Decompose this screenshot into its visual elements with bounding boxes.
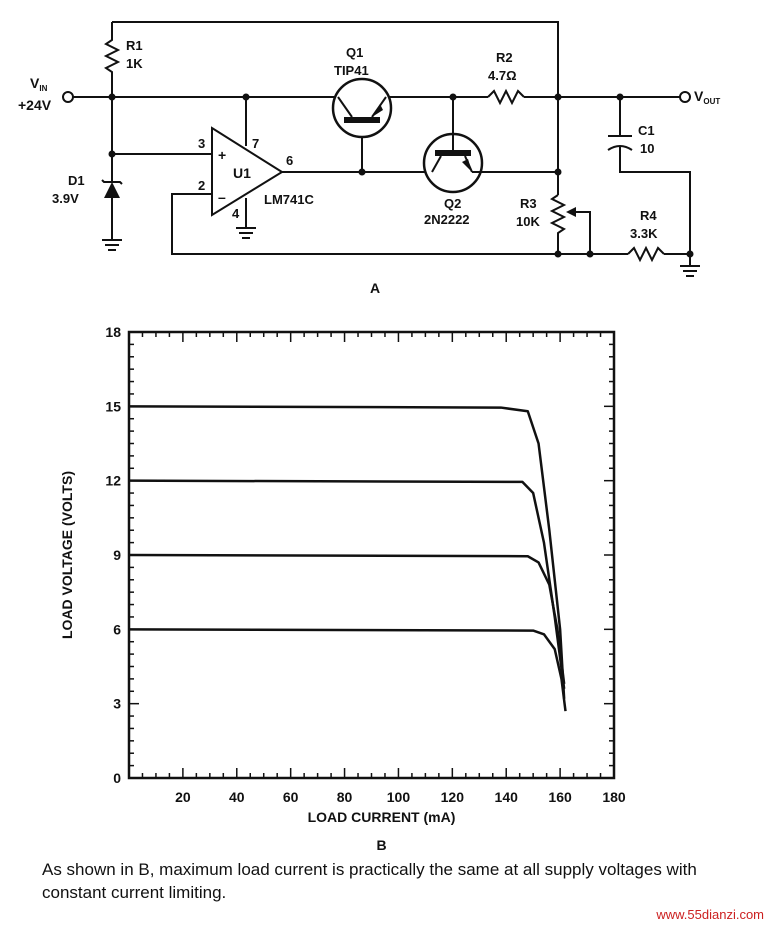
- u1-minus: –: [218, 189, 226, 205]
- y-tick-label: 12: [105, 473, 121, 489]
- u1-pin3: 3: [198, 136, 205, 151]
- x-axis-label: LOAD CURRENT (mA): [308, 809, 456, 825]
- series-line-3: [128, 553, 566, 684]
- r4-resistor: [627, 245, 665, 263]
- r1-value: 1K: [126, 56, 143, 71]
- u1-pin7: 7: [252, 136, 259, 151]
- x-tick-label: 100: [387, 789, 411, 805]
- series-line-1: [128, 405, 566, 699]
- u1-name: U1: [233, 165, 251, 181]
- series-line-2: [128, 479, 566, 689]
- x-tick-label: 80: [337, 789, 353, 805]
- q2-part: 2N2222: [424, 212, 470, 227]
- r3-potentiometer: [549, 194, 567, 254]
- r4-name: R4: [640, 208, 657, 223]
- r1-resistor: [103, 22, 121, 97]
- q2-transistor: [422, 97, 484, 194]
- watermark: www.55dianzi.com: [656, 907, 764, 922]
- panel-a-label: A: [370, 280, 380, 296]
- u1-opamp: [211, 126, 284, 217]
- r2-name: R2: [496, 50, 513, 65]
- r2-resistor: [487, 88, 525, 106]
- schematic: R1 1K VIN +24V VOUT R2 4.7Ω D1 3.9V + – …: [18, 21, 720, 296]
- vout-terminal: [679, 91, 691, 103]
- x-tick-label: 60: [283, 789, 299, 805]
- x-tick-label: 160: [548, 789, 572, 805]
- c1-name: C1: [638, 123, 655, 138]
- y-tick-label: 9: [113, 547, 121, 563]
- series-line-4: [128, 628, 567, 712]
- y-tick-label: 3: [113, 696, 121, 712]
- d1-zener-diode: [104, 182, 120, 198]
- u1-part: LM741C: [264, 192, 314, 207]
- d1-value: 3.9V: [52, 191, 79, 206]
- figure-caption: As shown in B, maximum load current is p…: [42, 860, 697, 902]
- top-rail-wire: [112, 21, 559, 97]
- x-tick-label: 120: [441, 789, 465, 805]
- x-tick-label: 180: [602, 789, 626, 805]
- ground-d1-icon: [102, 239, 122, 251]
- r4-value: 3.3K: [630, 226, 658, 241]
- x-tick-label: 20: [175, 789, 191, 805]
- panel-b-label: B: [376, 837, 386, 850]
- x-tick-label: 140: [495, 789, 519, 805]
- load-voltage-chart: 20 40 60 80 100 120 140 160 180 0 3 6 9 12 15 18 LOAD C…: [59, 324, 626, 850]
- q1-part: TIP41: [334, 63, 369, 78]
- r1-name: R1: [126, 38, 143, 53]
- y-tick-label: 18: [105, 324, 121, 340]
- c1-value: 10: [640, 141, 654, 156]
- q2-name: Q2: [444, 196, 461, 211]
- r2-value: 4.7Ω: [488, 68, 517, 83]
- x-tick-label: 40: [229, 789, 245, 805]
- u1-pin4: 4: [232, 206, 240, 221]
- vin-value: +24V: [18, 97, 52, 113]
- r3-value: 10K: [516, 214, 540, 229]
- q1-name: Q1: [346, 45, 363, 60]
- ground-u1-icon: [236, 227, 256, 239]
- u1-plus: +: [218, 147, 226, 163]
- r3-name: R3: [520, 196, 537, 211]
- u1-pin2: 2: [198, 178, 205, 193]
- y-axis-label: LOAD VOLTAGE (VOLTS): [59, 471, 75, 639]
- u1-pin6: 6: [286, 153, 293, 168]
- feedback-wire: [171, 193, 690, 255]
- y-tick-label: 15: [105, 398, 121, 414]
- y-tick-label: 0: [113, 770, 121, 786]
- d1-name: D1: [68, 173, 85, 188]
- vin-label: VIN: [30, 75, 48, 93]
- y-tick-label: 6: [113, 621, 121, 637]
- vout-label: VOUT: [694, 88, 720, 106]
- q1-transistor: [331, 77, 393, 139]
- ground-output-icon: [680, 265, 700, 277]
- vin-terminal: [62, 91, 74, 103]
